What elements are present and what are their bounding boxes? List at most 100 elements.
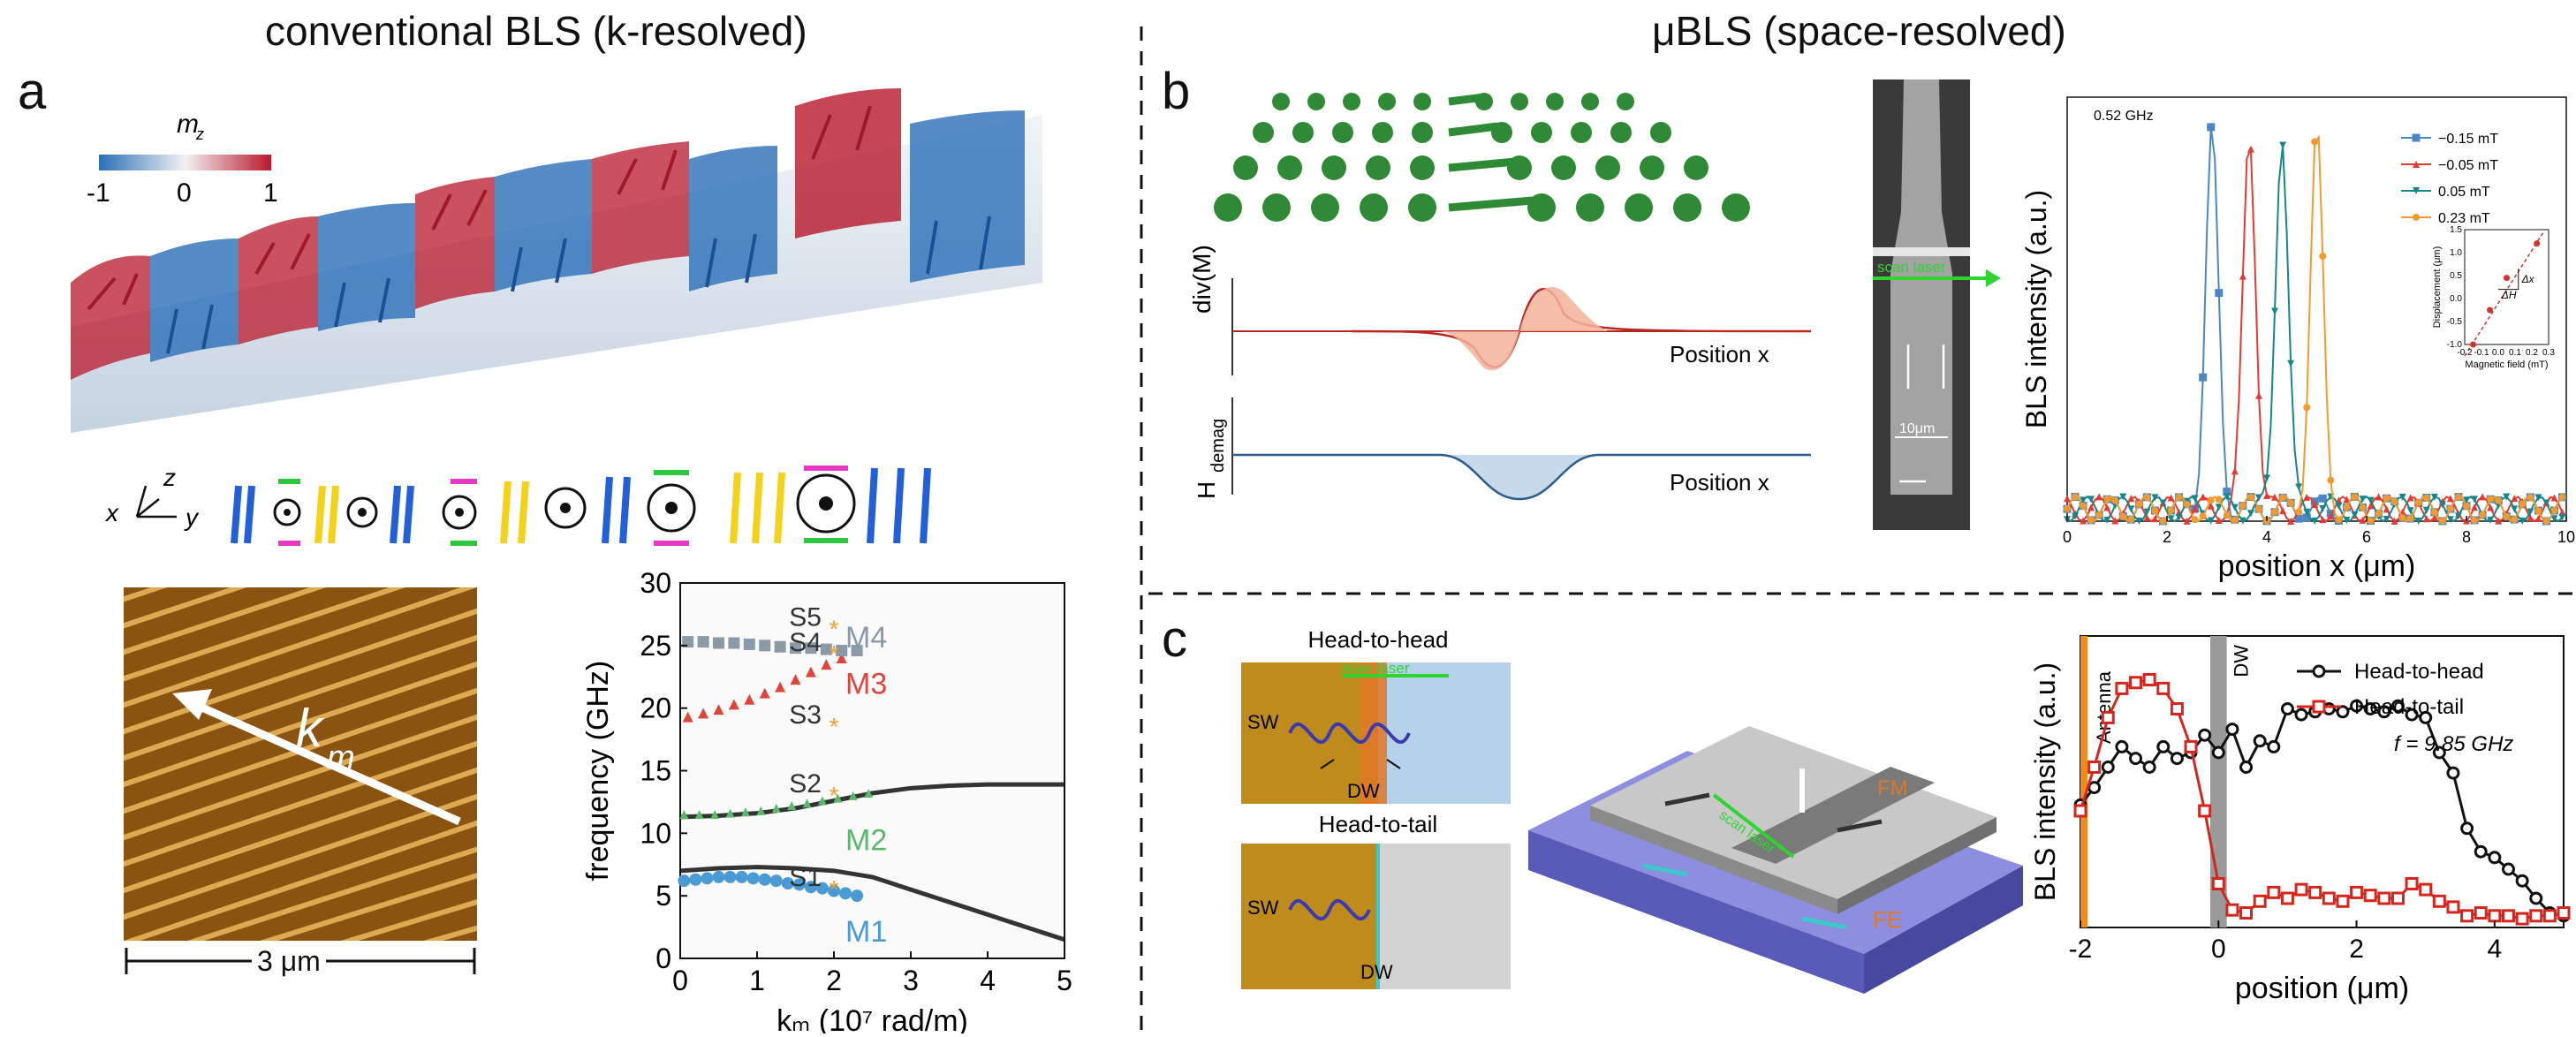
spin-chain: x z y: [104, 464, 931, 546]
data-point: [2460, 909, 2474, 923]
data-point: [2503, 493, 2511, 501]
data-point: [2129, 676, 2143, 690]
position-label-1: Position x: [1670, 341, 1769, 367]
data-point: [2350, 699, 2364, 713]
y-tick-label: 30: [640, 567, 671, 599]
data-point: [2367, 496, 2375, 504]
data-point: [775, 681, 786, 693]
data-point: [2101, 761, 2115, 774]
data-point: [2519, 500, 2527, 508]
sem-image: scan laser 10μm: [1873, 79, 2001, 530]
data-point: [2515, 874, 2529, 888]
data-point: [2390, 498, 2398, 506]
data-point: [2080, 502, 2087, 510]
data-point: [2135, 500, 2143, 508]
data-point: [2151, 507, 2159, 515]
data-point: [2159, 499, 2167, 507]
star-marker: *: [830, 615, 839, 642]
inset-x-tick: 0.0: [2492, 348, 2504, 358]
data-point: [2207, 123, 2216, 132]
data-point: [2254, 391, 2262, 399]
data-point: [678, 874, 691, 888]
data-point: [2363, 702, 2377, 715]
data-point: [679, 810, 689, 820]
data-point: [2127, 505, 2135, 513]
data-point: [759, 687, 770, 699]
frequency-note: f = 9.85 GHz: [2394, 732, 2513, 756]
inset-y-label: Displacement (μm): [2432, 246, 2443, 329]
data-point: [2231, 503, 2239, 511]
data-point: [815, 882, 829, 895]
inset-x-tick: -0.1: [2474, 348, 2489, 358]
series-M4: [682, 636, 863, 656]
data-point: [2287, 499, 2295, 507]
hdemag-label: H: [1193, 481, 1220, 499]
data-point: [2479, 511, 2487, 518]
data-point: [2335, 502, 2343, 510]
data-point: [2215, 289, 2224, 298]
legend-marker: [2412, 133, 2421, 142]
data-point: [2095, 511, 2103, 518]
data-point: [2211, 877, 2225, 890]
inset-point: [2504, 275, 2510, 282]
h2h-scan-label: scan laser: [1341, 660, 1410, 677]
vortex-circles: [273, 473, 856, 534]
data-point: [744, 693, 755, 705]
data-point: [694, 810, 704, 820]
data-point: [2550, 515, 2558, 523]
data-point: [2367, 502, 2375, 510]
data-point: [2253, 734, 2267, 748]
data-point: [2167, 515, 2175, 523]
data-point: [2142, 673, 2156, 686]
afm-image: k m: [124, 587, 477, 941]
data-point: [2383, 516, 2390, 524]
dw-band: [2209, 636, 2227, 927]
data-point: [758, 873, 771, 886]
mode-label: M2: [845, 823, 887, 857]
data-point: [2430, 493, 2438, 501]
data-point: [833, 793, 843, 803]
h2t-sw-label: SW: [1247, 897, 1279, 919]
inset-x-tick: -0.2: [2457, 348, 2473, 358]
data-point: [836, 645, 848, 656]
data-point: [2527, 514, 2534, 522]
data-point: [2295, 508, 2303, 516]
x-tick-label: 1: [749, 965, 765, 996]
data-point: [2343, 517, 2351, 525]
position-label-2: Position x: [1670, 469, 1769, 496]
data-point: [2419, 882, 2433, 897]
h2h-dw-label: DW: [1347, 780, 1380, 802]
dw-band-label: DW: [2231, 645, 2253, 677]
data-point: [2119, 493, 2127, 501]
data-point: [2087, 496, 2095, 503]
x-tick-label: 6: [2362, 528, 2371, 546]
legend-marker: [2413, 187, 2420, 194]
y-axis-label: frequency (GHz): [581, 661, 615, 881]
data-point: [2557, 906, 2571, 920]
data-point: [2438, 517, 2446, 525]
data-point: [2280, 702, 2294, 715]
data-point: [2446, 766, 2460, 780]
right-header: μBLS (space-resolved): [1652, 8, 2066, 54]
data-point: [2303, 493, 2311, 501]
data-point: [2311, 138, 2319, 146]
data-point: [787, 801, 797, 811]
data-point: [2487, 503, 2495, 511]
data-point: [2115, 739, 2129, 753]
data-point: [2471, 496, 2479, 503]
div-label: div(M): [1193, 245, 1216, 314]
inset-dx-label: Δx: [2521, 273, 2535, 285]
data-point: [2463, 496, 2470, 504]
data-point: [851, 645, 863, 656]
data-point: [2279, 494, 2287, 502]
series-M1: [678, 870, 864, 903]
data-point: [2119, 512, 2127, 520]
data-point: [2390, 517, 2398, 525]
spin-grid: [1214, 93, 1750, 222]
data-point: [2336, 894, 2350, 908]
data-point: [2170, 702, 2184, 715]
data-point: [2263, 474, 2270, 482]
data-point: [2405, 708, 2419, 722]
data-point: [2319, 504, 2327, 512]
colorbar-tick: 1: [263, 178, 278, 208]
